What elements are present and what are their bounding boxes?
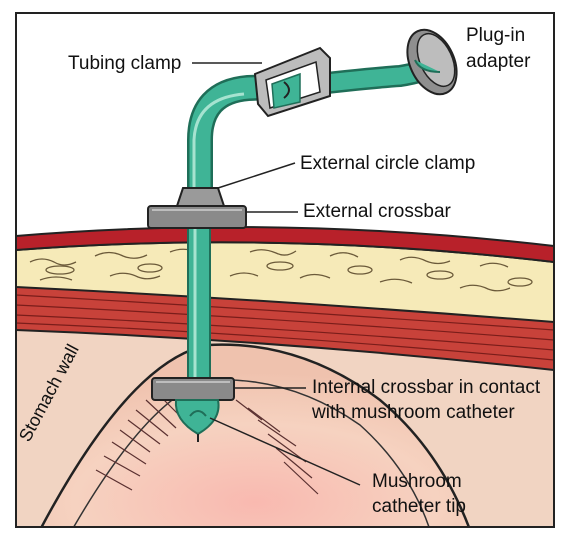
plug-in-adapter-shape xyxy=(398,22,467,102)
tubing-clamp-shape xyxy=(255,48,330,116)
label-tubing-clamp: Tubing clamp xyxy=(68,52,181,75)
label-external-circle-clamp: External circle clamp xyxy=(300,152,475,175)
label-plug-in-line1: Plug-in xyxy=(466,24,525,47)
label-mushroom-line2: catheter tip xyxy=(372,495,466,518)
external-circle-clamp-shape xyxy=(177,188,224,206)
label-mushroom-line1: Mushroom xyxy=(372,470,462,493)
label-internal-crossbar-line1: Internal crossbar in contact xyxy=(312,376,540,399)
label-internal-crossbar-line2: with mushroom catheter xyxy=(312,401,515,424)
label-plug-in-line2: adapter xyxy=(466,50,530,73)
label-external-crossbar: External crossbar xyxy=(303,200,451,223)
